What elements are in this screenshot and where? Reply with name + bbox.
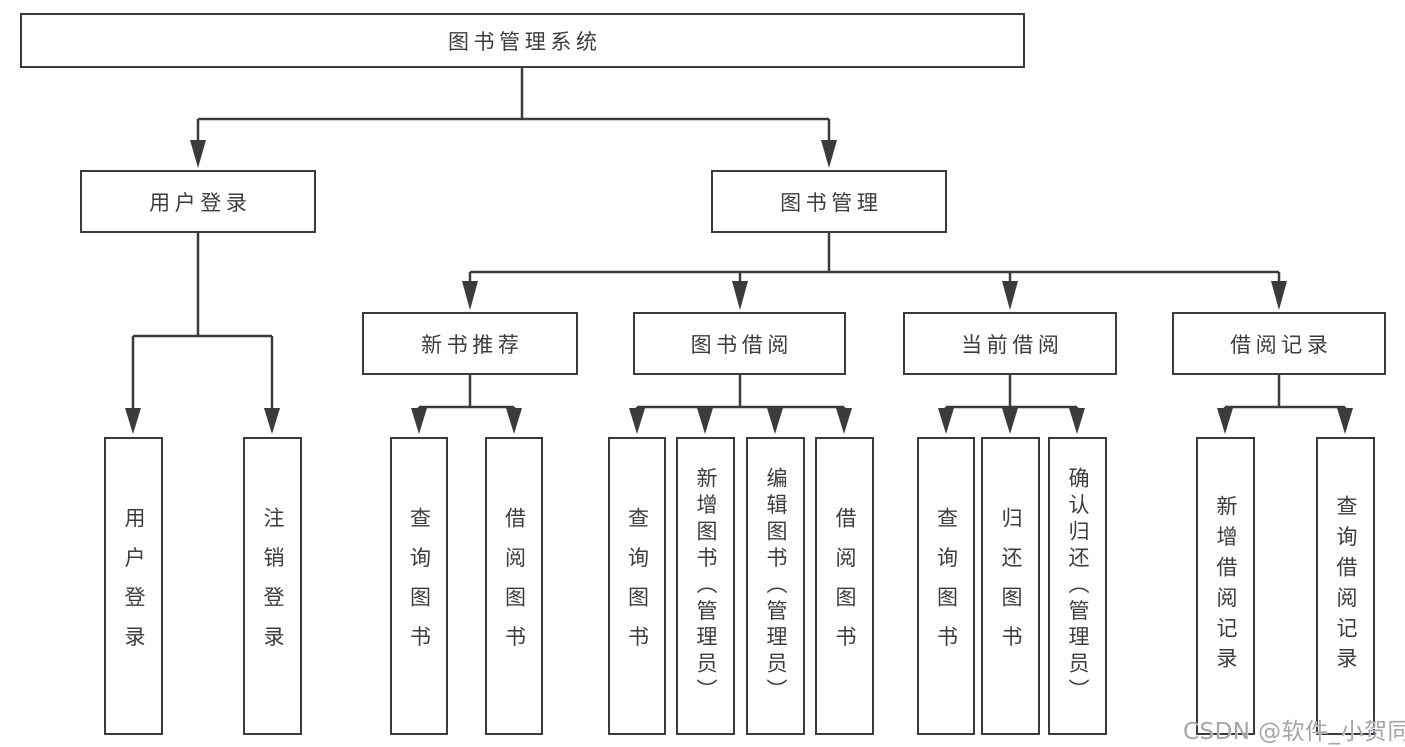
leaf-query-borrow-record: 查询借阅记录 xyxy=(1316,437,1375,735)
csdn-watermark: CSDN @软件_小贺同学 xyxy=(1183,719,1405,745)
leaf-borrow-books-recommend: 借阅图书 xyxy=(485,437,543,735)
leaf-edit-book-admin: 编辑图书（管理员） xyxy=(746,437,805,735)
node-current-borrowing: 当前借阅 xyxy=(903,312,1117,375)
connector-edges xyxy=(131,68,1347,410)
leaf-query-books-borrowing: 查询图书 xyxy=(608,437,666,735)
node-new-book-recommend: 新书推荐 xyxy=(362,312,578,375)
node-book-management: 图书管理 xyxy=(711,170,947,233)
leaf-query-books-recommend: 查询图书 xyxy=(390,437,448,735)
leaf-confirm-return-admin: 确认归还（管理员） xyxy=(1048,437,1107,735)
leaf-borrow-books-borrowing: 借阅图书 xyxy=(815,437,874,735)
arrowheads xyxy=(125,140,1353,434)
leaf-add-borrow-record: 新增借阅记录 xyxy=(1196,437,1255,735)
leaf-user-login: 用户登录 xyxy=(104,437,163,735)
node-book-borrowing: 图书借阅 xyxy=(633,312,846,375)
leaf-return-book: 归还图书 xyxy=(981,437,1040,735)
node-user-login: 用户登录 xyxy=(80,170,316,233)
node-book-management-system: 图书管理系统 xyxy=(20,13,1025,68)
leaf-query-books-current: 查询图书 xyxy=(917,437,975,735)
node-borrowing-records: 借阅记录 xyxy=(1172,312,1386,375)
leaf-logout: 注销登录 xyxy=(243,437,302,735)
leaf-add-book-admin: 新增图书（管理员） xyxy=(676,437,735,735)
